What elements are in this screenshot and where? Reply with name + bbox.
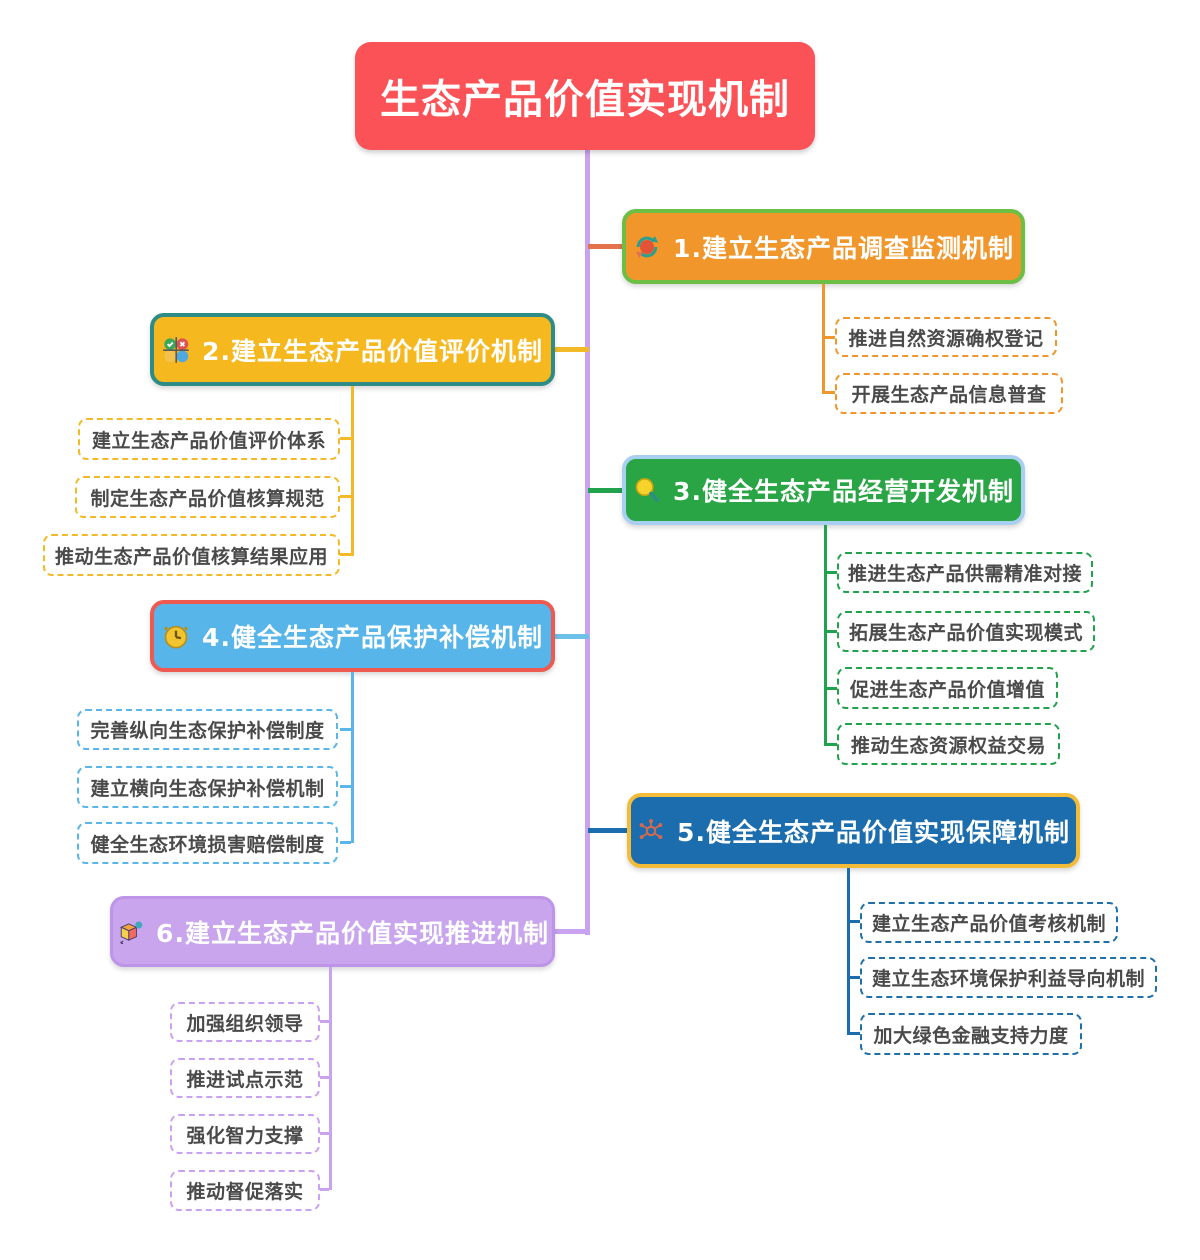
- branch6-child-stub: [320, 1020, 329, 1023]
- leaf-node[interactable]: 加大绿色金融支持力度: [860, 1013, 1082, 1055]
- leaf-label: 推进试点示范: [186, 1068, 304, 1091]
- branch-node-1[interactable]: 1.建立生态产品调查监测机制: [622, 209, 1025, 284]
- branch-label: 5.健全生态产品价值实现保障机制: [677, 817, 1070, 847]
- branch-label: 1.建立生态产品调查监测机制: [673, 233, 1014, 263]
- leaf-label: 完善纵向生态保护补偿制度: [90, 720, 325, 742]
- branch1-child-stub: [822, 336, 835, 339]
- leaf-label: 推动督促落实: [186, 1181, 304, 1203]
- branch-node-2[interactable]: 2.建立生态产品价值评价机制: [150, 313, 555, 386]
- branch-node-4[interactable]: 4.健全生态产品保护补偿机制: [150, 600, 555, 672]
- leaf-label: 健全生态环境损害赔偿制度: [90, 833, 325, 856]
- leaf-label: 加强组织领导: [186, 1012, 304, 1035]
- branch6-child-stub: [320, 1188, 329, 1191]
- leaf-node[interactable]: 建立生态产品价值考核机制: [860, 902, 1118, 943]
- branch3-child-stub: [824, 630, 837, 633]
- leaf-node[interactable]: 强化智力支撑: [170, 1114, 320, 1154]
- branch-node-3[interactable]: 3.健全生态产品经营开发机制: [622, 455, 1025, 525]
- leaf-node[interactable]: 健全生态环境损害赔偿制度: [77, 822, 338, 864]
- branch1-connector: [588, 244, 622, 249]
- branch6-drop-line: [329, 967, 332, 1190]
- leaf-label: 建立生态产品价值评价体系: [91, 429, 326, 452]
- trunk-line: [585, 150, 590, 935]
- branch6-connector: [553, 929, 589, 934]
- leaf-node[interactable]: 建立生态环境保护利益导向机制: [860, 957, 1157, 998]
- leaf-label: 推进生态产品供需精准对接: [847, 563, 1082, 585]
- branch2-child-stub: [340, 495, 351, 498]
- leaf-node[interactable]: 推动生态产品价值核算结果应用: [43, 534, 340, 576]
- leaf-label: 促进生态产品价值增值: [849, 678, 1045, 701]
- branch5-drop-line: [847, 868, 850, 1034]
- leaf-node[interactable]: 完善纵向生态保护补偿制度: [77, 709, 338, 750]
- branch5-connector: [588, 828, 629, 833]
- leaf-label: 拓展生态产品价值实现模式: [848, 622, 1083, 644]
- leaf-node[interactable]: 促进生态产品价值增值: [837, 667, 1058, 709]
- leaf-label: 推动生态资源权益交易: [850, 734, 1046, 757]
- sync-icon: [633, 233, 661, 261]
- leaf-label: 推动生态产品价值核算结果应用: [54, 545, 328, 568]
- leaf-node[interactable]: 推动生态资源权益交易: [837, 723, 1060, 765]
- branch4-child-stub: [340, 841, 351, 844]
- leaf-label: 强化智力支撑: [186, 1124, 304, 1147]
- leaf-node[interactable]: 加强组织领导: [170, 1002, 320, 1042]
- root-label: 生态产品价值实现机制: [380, 77, 790, 123]
- branch4-connector: [553, 634, 589, 639]
- leaf-node[interactable]: 制定生态产品价值核算规范: [75, 476, 340, 518]
- leaf-node[interactable]: 拓展生态产品价值实现模式: [837, 611, 1095, 652]
- clock-icon: [162, 622, 190, 650]
- branch2-drop-line: [351, 386, 354, 556]
- leaf-node[interactable]: 推进试点示范: [170, 1058, 320, 1098]
- branch1-drop-line: [822, 284, 825, 394]
- branch-node-5[interactable]: 5.健全生态产品价值实现保障机制: [627, 793, 1080, 868]
- choices-grid-icon: [162, 336, 190, 364]
- leaf-label: 制定生态产品价值核算规范: [90, 487, 325, 510]
- leaf-node[interactable]: 建立生态产品价值评价体系: [78, 418, 340, 460]
- leaf-label: 推进自然资源确权登记: [848, 327, 1044, 350]
- branch5-child-stub: [847, 920, 860, 923]
- network-icon: [637, 817, 665, 845]
- branch2-connector: [553, 347, 589, 352]
- leaf-label: 建立生态产品价值考核机制: [871, 913, 1106, 935]
- branch4-drop-line: [351, 672, 354, 843]
- leaf-node[interactable]: 推进自然资源确权登记: [835, 317, 1057, 357]
- branch6-child-stub: [320, 1132, 329, 1135]
- branch-label: 2.建立生态产品价值评价机制: [202, 336, 543, 366]
- branch-label: 4.健全生态产品保护补偿机制: [202, 623, 543, 652]
- leaf-label: 加大绿色金融支持力度: [873, 1024, 1069, 1047]
- branch3-drop-line: [824, 525, 827, 745]
- branch4-child-stub: [340, 785, 351, 788]
- branch2-child-stub: [340, 553, 351, 556]
- leaf-label: 建立生态环境保护利益导向机制: [871, 968, 1145, 990]
- leaf-node[interactable]: 建立横向生态保护补偿机制: [77, 766, 338, 808]
- leaf-label: 建立横向生态保护补偿机制: [90, 777, 325, 800]
- branch6-child-stub: [320, 1076, 329, 1079]
- root-node[interactable]: 生态产品价值实现机制: [355, 42, 815, 150]
- branch5-child-stub: [847, 976, 860, 979]
- branch5-child-stub: [847, 1032, 860, 1035]
- magnifier-icon: [633, 476, 661, 504]
- leaf-node[interactable]: 开展生态产品信息普查: [835, 373, 1063, 414]
- cube-icon: [116, 918, 144, 946]
- branch-node-6[interactable]: 6.建立生态产品价值实现推进机制: [110, 896, 555, 967]
- branch2-child-stub: [340, 437, 351, 440]
- branch4-child-stub: [340, 728, 351, 731]
- branch1-child-stub: [822, 391, 835, 394]
- branch3-child-stub: [824, 687, 837, 690]
- leaf-node[interactable]: 推进生态产品供需精准对接: [837, 552, 1093, 593]
- leaf-node[interactable]: 推动督促落实: [170, 1170, 320, 1211]
- branch3-connector: [588, 488, 624, 493]
- branch3-child-stub: [824, 571, 837, 574]
- branch-label: 3.健全生态产品经营开发机制: [673, 477, 1014, 506]
- branch-label: 6.建立生态产品价值实现推进机制: [156, 918, 549, 948]
- leaf-label: 开展生态产品信息普查: [851, 384, 1047, 406]
- branch3-child-stub: [824, 743, 837, 746]
